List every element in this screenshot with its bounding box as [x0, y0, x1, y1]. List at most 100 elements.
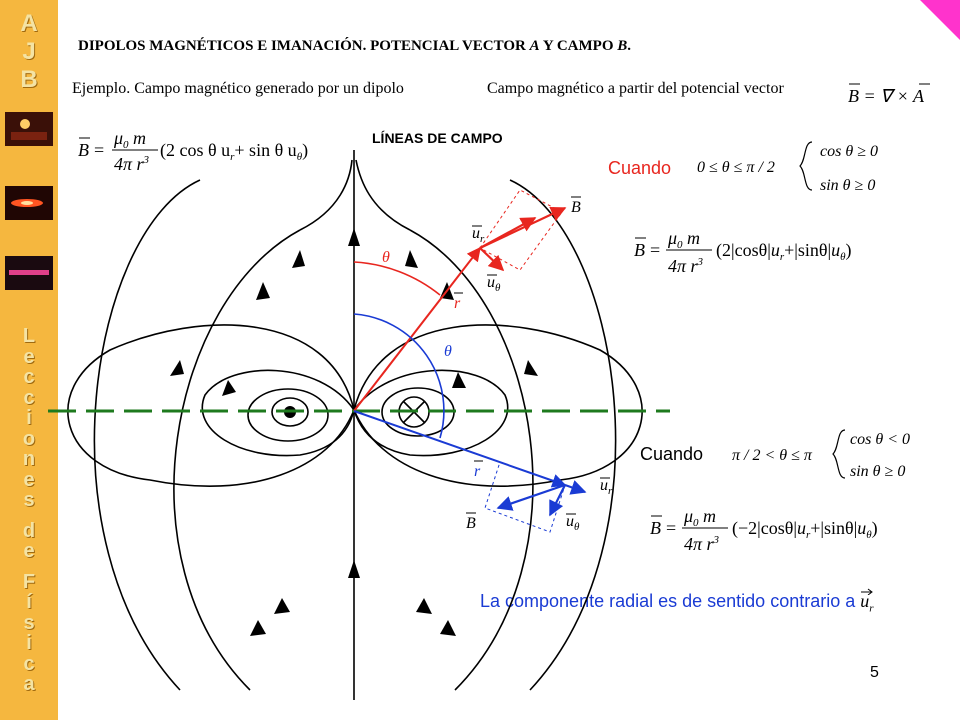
- corner-decoration: [920, 0, 960, 40]
- field-line-left-1b: [299, 159, 353, 231]
- svg-text:B: B: [78, 140, 89, 160]
- field-line-right-1b: [355, 159, 411, 231]
- thumbnail-image-3: [5, 256, 53, 290]
- page-title: DIPOLOS MAGNÉTICOS E IMANACIÓN. POTENCIA…: [78, 38, 632, 54]
- arrow-left-bottom-1: [274, 598, 290, 614]
- sidebar-letter: e: [23, 345, 35, 368]
- field-loop-left-core: [271, 397, 309, 427]
- field-line-right-1: [409, 229, 534, 691]
- blue-utheta-vector: [549, 484, 566, 517]
- arrow-left-bottom-2: [250, 620, 266, 636]
- arrow-left-2: [256, 282, 270, 300]
- logo-letter-a: A: [20, 10, 38, 37]
- diagram-vector-arrows: [454, 196, 610, 515]
- case2-sin: sin θ ≥ 0: [850, 463, 905, 480]
- blue-dashed-parallelogram: [484, 461, 566, 533]
- field-lines-label: LÍNEAS DE CAMPO: [372, 130, 503, 146]
- thumbnail-image-2: [5, 186, 53, 220]
- field-line-left-1: [173, 229, 301, 691]
- svg-text:μ0 m: μ0 m: [667, 228, 700, 251]
- red-vector-construction: [353, 189, 567, 412]
- case2-label: Cuando: [640, 444, 704, 464]
- case1-conditions: 0 ≤ θ ≤ π / 2 cos θ ≥ 0 sin θ ≥ 0: [697, 141, 878, 194]
- curl-text: B = ∇ × A: [848, 86, 925, 106]
- label-utheta-red: uθ: [487, 274, 501, 294]
- svg-text:=: =: [94, 140, 104, 160]
- svg-text:(2 cos θ ur+ sin θ uθ): (2 cos θ ur+ sin θ uθ): [160, 140, 308, 163]
- sidebar-letter: F: [22, 570, 36, 593]
- sidebar-letter: o: [22, 427, 36, 450]
- blue-ur-vector: [564, 480, 587, 495]
- logo-letter-b: B: [20, 66, 38, 93]
- note-ur-symbol: ur: [860, 588, 874, 615]
- arrow-axis-bottom: [348, 560, 360, 578]
- arrow-right-bottom-1: [416, 598, 432, 614]
- example-label: Ejemplo. Campo magnético generado por un…: [72, 80, 404, 97]
- blue-theta-arc: [353, 313, 445, 439]
- sidebar-letter: í: [26, 591, 32, 613]
- svg-text:B: B: [650, 518, 661, 538]
- sidebar-letter: d: [22, 519, 36, 542]
- field-loop-left-mid: [201, 369, 355, 457]
- red-utheta-vector: [479, 247, 505, 272]
- svg-text:B: B: [634, 240, 645, 260]
- red-b-vector: [479, 206, 567, 249]
- field-loop-left-inner: [247, 388, 329, 442]
- svg-text:=: =: [666, 518, 676, 538]
- label-utheta-blue: uθ: [566, 513, 580, 533]
- sidebar-letter: c: [23, 366, 35, 388]
- field-loop-left-outer: [67, 324, 355, 487]
- field-line-right-2: [509, 179, 617, 691]
- label-theta-red: θ: [382, 249, 390, 266]
- case2-range: π / 2 < θ ≤ π: [732, 447, 813, 464]
- red-dashed-parallelogram: [479, 189, 563, 271]
- field-line-left-2: [93, 179, 201, 691]
- equation-case2: B = μ0 m 4π r3 (−2|cosθ|ur+|sinθ|uθ): [650, 506, 878, 554]
- sidebar-letter: i: [26, 407, 32, 429]
- arrow-right-loop-mid: [452, 372, 466, 388]
- sidebar-letter: e: [23, 468, 35, 491]
- svg-text:4π r3: 4π r3: [668, 256, 704, 276]
- arrow-left-loop-mid: [222, 380, 236, 396]
- arrow-left-1: [292, 250, 305, 268]
- arrow-right-1: [405, 250, 418, 268]
- sidebar-letter: n: [22, 448, 36, 470]
- red-r-vector: [353, 246, 481, 412]
- equation-case1: B = μ0 m 4π r3 (2|cosθ|ur+|sinθ|uθ): [634, 228, 852, 276]
- radial-note: La componente radial es de sentido contr…: [480, 588, 874, 615]
- label-ur-red: ur: [472, 225, 485, 245]
- svg-text:μ0 m: μ0 m: [683, 506, 716, 529]
- field-line-arrows: [170, 228, 538, 636]
- thumbnail-image-1: [5, 112, 53, 146]
- label-b-red: B: [571, 199, 581, 216]
- logo-letter-j: J: [22, 38, 36, 65]
- potential-label: Campo magnético a partir del potencial v…: [487, 80, 784, 97]
- case1-label: Cuando: [608, 158, 672, 178]
- svg-text:4π r3: 4π r3: [684, 534, 720, 554]
- field-loop-right-mid: [353, 369, 509, 457]
- field-lines-closed: [67, 324, 643, 487]
- label-r-blue: r: [474, 463, 481, 480]
- case1-range: 0 ≤ θ ≤ π / 2: [697, 159, 775, 176]
- label-b-blue: B: [466, 515, 476, 532]
- blue-b-vector: [496, 483, 566, 511]
- arrow-axis-top: [348, 228, 360, 246]
- title-vector-a: A: [529, 38, 540, 54]
- equation-curl: B = ∇ × A: [848, 83, 930, 106]
- svg-text:(−2|cosθ|ur+|sinθ|uθ): (−2|cosθ|ur+|sinθ|uθ): [732, 518, 878, 541]
- note-vector-arrow: [861, 588, 874, 595]
- equation-general: B = μ0 m 4π r3 (2 cos θ ur+ sin θ uθ): [78, 128, 308, 174]
- arrow-right-bottom-2: [440, 620, 456, 636]
- svg-text:4π r3: 4π r3: [114, 154, 150, 174]
- sidebar-letter: L: [22, 325, 36, 347]
- diagram-labels: θ θ r r B B ur uθ ur uθ: [382, 199, 613, 533]
- red-theta-arc: [353, 261, 441, 296]
- blue-vector-construction: [353, 313, 587, 533]
- sidebar-letter: c: [23, 652, 35, 675]
- svg-text:(2|cosθ|ur+|sinθ|uθ): (2|cosθ|ur+|sinθ|uθ): [716, 240, 852, 263]
- svg-text:=: =: [650, 240, 660, 260]
- case1-sin: sin θ ≥ 0: [820, 177, 875, 194]
- arrow-left-loop-outer: [170, 360, 184, 376]
